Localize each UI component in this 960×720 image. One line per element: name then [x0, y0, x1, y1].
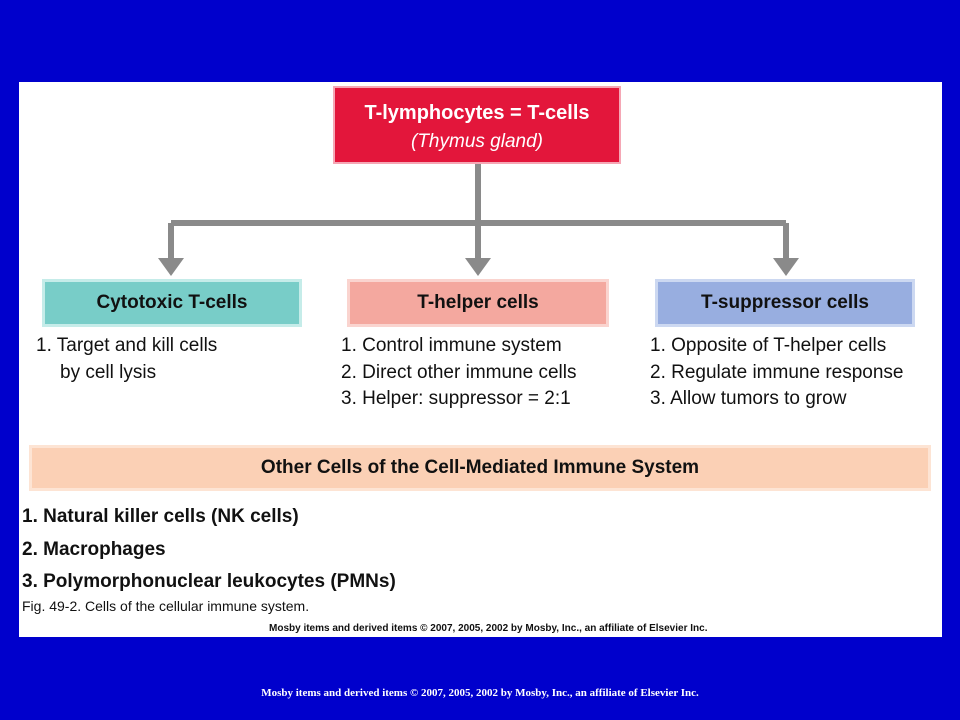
slide-footer: Mosby items and derived items © 2007, 20… [261, 687, 699, 699]
other-cells-list: 1. Natural killer cells (NK cells) 2. Ma… [22, 501, 396, 599]
figure-panel: T-lymphocytes = T-cells (Thymus gland) C… [19, 82, 942, 637]
t-lymphocytes-box: T-lymphocytes = T-cells (Thymus gland) [333, 86, 621, 164]
list-item: 2. Macrophages [22, 538, 166, 560]
list-item: 1. Natural killer cells (NK cells) [22, 506, 299, 527]
cytotoxic-list: 1. Target and kill cells by cell lysis [36, 333, 217, 386]
list-item: 3. Polymorphonuclear leukocytes (PMNs) [22, 571, 396, 592]
cytotoxic-t-cells-box: Cytotoxic T-cells [42, 279, 302, 327]
connector-arrows [158, 164, 799, 276]
list-item: 1. Opposite of T-helper cells [650, 335, 887, 356]
t-suppressor-cells-box: T-suppressor cells [655, 279, 915, 327]
t-helper-cells-box: T-helper cells [347, 279, 609, 327]
thymus-gland-label: (Thymus gland) [411, 131, 543, 152]
figure-caption: Fig. 49-2. Cells of the cellular immune … [22, 598, 310, 614]
list-item: 2. Direct other immune cells [341, 361, 577, 383]
list-item: 3. Helper: suppressor = 2:1 [341, 388, 571, 409]
list-item: 3. Allow tumors to grow [650, 388, 847, 409]
helper-list: 1. Control immune system 2. Direct other… [341, 333, 576, 413]
suppressor-list: 1. Opposite of T-helper cells 2. Regulat… [650, 333, 903, 413]
list-item: 1. Target and kill cells [36, 335, 218, 356]
list-item: 2. Regulate immune response [650, 361, 904, 383]
list-item: by cell lysis [60, 361, 157, 383]
other-cells-header: Other Cells of the Cell-Mediated Immune … [29, 445, 931, 491]
inner-copyright: Mosby items and derived items © 2007, 20… [269, 623, 708, 634]
t-lymphocytes-title: T-lymphocytes = T-cells [364, 102, 590, 124]
list-item: 1. Control immune system [341, 335, 562, 356]
